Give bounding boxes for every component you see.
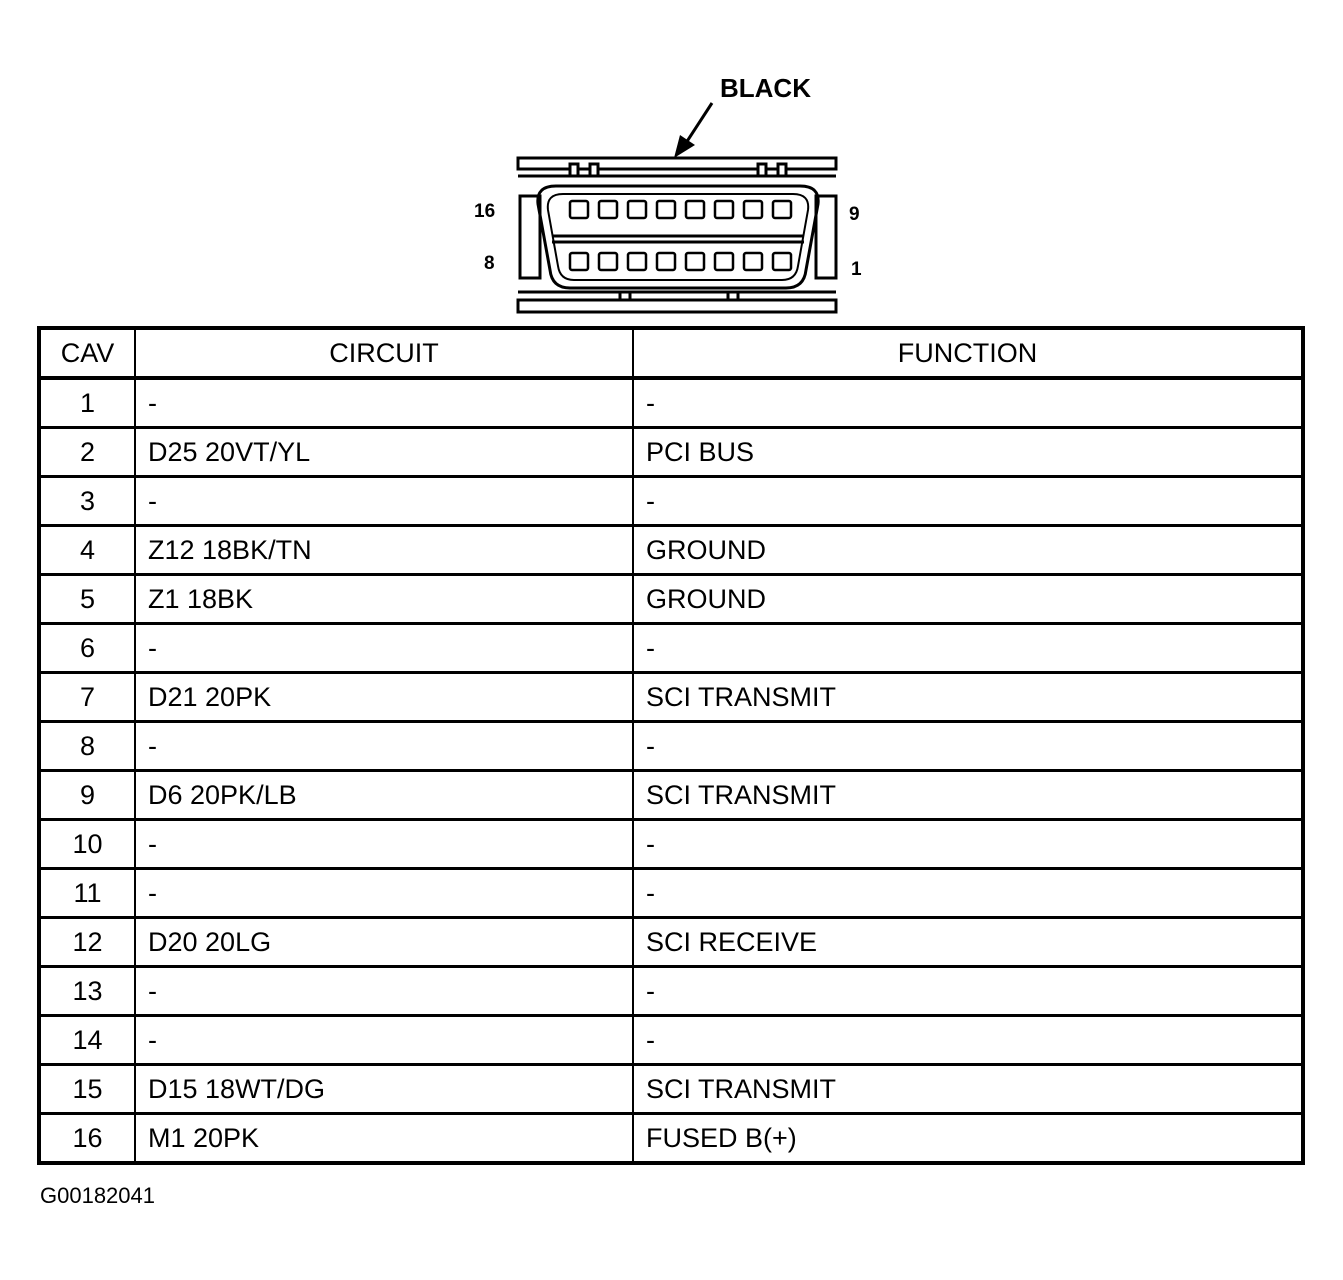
function-cell: - [632,965,1304,1017]
function-cell: SCI RECEIVE [632,916,1304,968]
function-cell: SCI TRANSMIT [632,671,1304,723]
cavity-4 [684,251,706,272]
cav-cell: 8 [38,720,136,772]
table-row: 3-- [38,475,1304,527]
circuit-cell: - [134,965,634,1017]
cav-cell: 16 [38,1112,136,1164]
circuit-cell: Z12 18BK/TN [134,524,634,576]
function-cell: SCI TRANSMIT [632,1063,1304,1115]
table-row: 6-- [38,622,1304,674]
cav-cell: 6 [38,622,136,674]
function-cell: - [632,622,1304,674]
function-cell: PCI BUS [632,426,1304,478]
function-cell: GROUND [632,573,1304,625]
figure-id: G00182041 [40,1183,155,1208]
circuit-cell: - [134,475,634,527]
cavity-11 [713,199,735,220]
pointer-arrow [674,102,714,158]
header-circuit: CIRCUIT [134,327,634,380]
cavity-1 [771,251,793,272]
cav-cell: 15 [38,1063,136,1115]
function-cell: SCI TRANSMIT [632,769,1304,821]
cav-cell: 14 [38,1014,136,1066]
cav-cell: 2 [38,426,136,478]
cav-cell: 5 [38,573,136,625]
cavity-12 [684,199,706,220]
cavity-8 [568,251,590,272]
cavity-label-8: 8 [484,253,495,274]
cavity-9 [771,199,793,220]
circuit-cell: D21 20PK [134,671,634,723]
cav-cell: 1 [38,377,136,429]
function-cell: - [632,867,1304,919]
table-row: 13-- [38,965,1304,1017]
cavity-label-16: 16 [474,201,495,222]
cavity-3 [713,251,735,272]
cavity-5 [655,251,677,272]
cavity-label-1: 1 [851,259,862,280]
table-row: 10-- [38,818,1304,870]
cav-cell: 13 [38,965,136,1017]
cav-cell: 12 [38,916,136,968]
pin-row-bottom [568,251,793,272]
cav-cell: 7 [38,671,136,723]
header-function: FUNCTION [632,327,1304,380]
cavity-label-9: 9 [849,204,860,225]
circuit-cell: D20 20LG [134,916,634,968]
cavity-7 [597,251,619,272]
circuit-cell: - [134,867,634,919]
function-cell: - [632,377,1304,429]
function-cell: - [632,475,1304,527]
circuit-cell: D25 20VT/YL [134,426,634,478]
circuit-cell: - [134,1014,634,1066]
cavity-16 [568,199,590,220]
cav-cell: 9 [38,769,136,821]
function-cell: - [632,1014,1304,1066]
circuit-cell: - [134,818,634,870]
pin-row-top [568,199,793,220]
cav-cell: 3 [38,475,136,527]
cavity-14 [626,199,648,220]
header-cav: CAV [38,327,136,380]
circuit-cell: - [134,720,634,772]
function-cell: - [632,720,1304,772]
connector-color-label: BLACK [720,73,811,103]
table-header-row: CAV CIRCUIT FUNCTION [38,327,1304,380]
circuit-cell: - [134,622,634,674]
cavity-15 [597,199,619,220]
circuit-cell: - [134,377,634,429]
cav-cell: 10 [38,818,136,870]
cavity-6 [626,251,648,272]
cav-cell: 11 [38,867,136,919]
function-cell: - [632,818,1304,870]
table-row: 14-- [38,1014,1304,1066]
table-row: 11-- [38,867,1304,919]
circuit-cell: M1 20PK [134,1112,634,1164]
cavity-10 [742,199,764,220]
table-row: 1-- [38,377,1304,429]
table-row: 8-- [38,720,1304,772]
cavity-13 [655,199,677,220]
connector-body [516,156,838,314]
cav-cell: 4 [38,524,136,576]
function-cell: FUSED B(+) [632,1112,1304,1164]
function-cell: GROUND [632,524,1304,576]
connector-diagram: BLACK [474,73,862,314]
cavity-2 [742,251,764,272]
circuit-cell: Z1 18BK [134,573,634,625]
circuit-cell: D6 20PK/LB [134,769,634,821]
circuit-cell: D15 18WT/DG [134,1063,634,1115]
